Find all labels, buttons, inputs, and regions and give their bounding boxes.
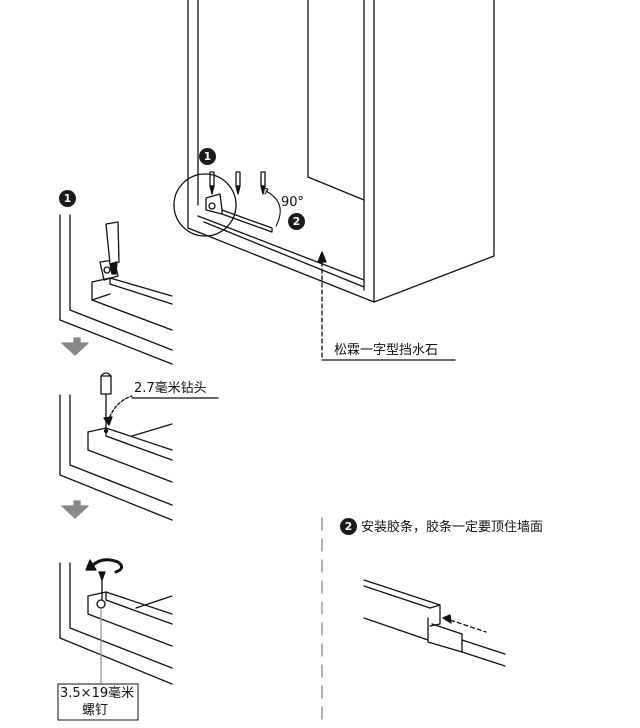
angle-label: 90°: [281, 195, 305, 210]
panel-step1: [59, 214, 173, 365]
shower-cabinet: [187, 0, 495, 303]
screw-label: 螺钉: [82, 703, 109, 718]
down-arrow-icon: [61, 500, 89, 519]
step-marker-1-top: 1: [199, 148, 216, 165]
drill-bits-top: [209, 171, 266, 195]
detail-circle: [173, 173, 237, 237]
panel-step-screw: [57, 558, 173, 721]
angle-arc: [261, 187, 281, 227]
down-arrow-icon: [61, 337, 89, 356]
screw-size-label: 3.5×19毫米: [60, 686, 135, 701]
product-label: 松霖一字型挡水石: [334, 343, 439, 358]
install-strip-label: 安装胶条，胶条一定要顶住墙面: [361, 520, 544, 535]
drill-bit-label: 2.7毫米钻头: [134, 381, 207, 396]
step-marker-2-top: 2: [288, 213, 305, 230]
step-marker-1-left: 1: [59, 190, 76, 207]
panel-step-drill: [59, 372, 219, 521]
screw-head-top: [208, 202, 216, 210]
strip-detail: [363, 579, 506, 667]
step-marker-2-right: 2: [340, 518, 357, 535]
product-pointer: [317, 251, 456, 361]
